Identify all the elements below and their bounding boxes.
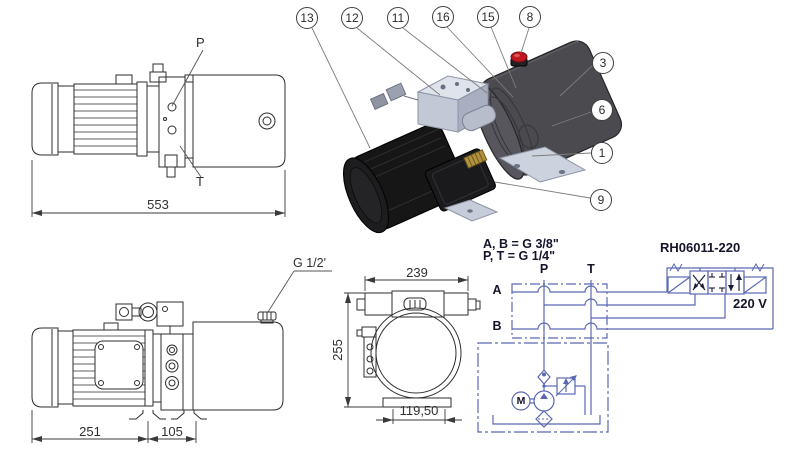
iso-view-model: [311, 26, 623, 234]
hydraulic-schematic: [477, 262, 774, 433]
callout-balloon-11: 11: [387, 7, 409, 29]
mounting-bracket-3d: [443, 146, 587, 222]
front-view: [344, 276, 481, 424]
dim-motor-length: 251: [79, 424, 101, 439]
dim-height: 255: [330, 339, 345, 361]
port-t-label: T: [196, 174, 204, 189]
valve-model-label: RH06011-220: [660, 240, 741, 255]
port-p-label: P: [196, 35, 205, 50]
dim-center-section: 105: [161, 424, 183, 439]
callout-balloon-9: 9: [590, 189, 612, 211]
schematic-port-b: B: [492, 319, 502, 333]
side-view-top: [31, 49, 286, 217]
filler-cap-red: [510, 51, 528, 67]
callout-balloon-3: 3: [592, 52, 614, 74]
schematic-note-line2: P, T = G 1/4": [483, 249, 556, 263]
schematic-port-t: T: [587, 262, 595, 276]
callout-balloon-16: 16: [432, 6, 454, 28]
schematic-port-p: P: [539, 262, 549, 276]
callout-balloon-6: 6: [591, 99, 613, 121]
callout-balloon-13: 13: [296, 7, 318, 29]
motor-3d: [342, 123, 467, 234]
callout-balloon-1: 1: [591, 142, 613, 164]
valve-block-3d: [369, 75, 497, 133]
side-view-bottom: [31, 270, 332, 443]
dim-total-length: 553: [147, 197, 169, 212]
callout-balloon-12: 12: [341, 7, 363, 29]
dim-width: 239: [406, 265, 428, 280]
filler-port-label: G 1/2': [293, 256, 326, 270]
callout-leader-lines: [311, 26, 593, 199]
schematic-motor-symbol: M: [516, 395, 526, 407]
voltage-label: 220 V: [733, 296, 767, 311]
schematic-note-line1: A, B = G 3/8": [483, 237, 559, 251]
callout-balloon-8: 8: [519, 6, 541, 28]
callout-balloon-15: 15: [477, 6, 499, 28]
schematic-port-a: A: [492, 283, 502, 297]
dim-base-width: 119,50: [399, 403, 439, 418]
